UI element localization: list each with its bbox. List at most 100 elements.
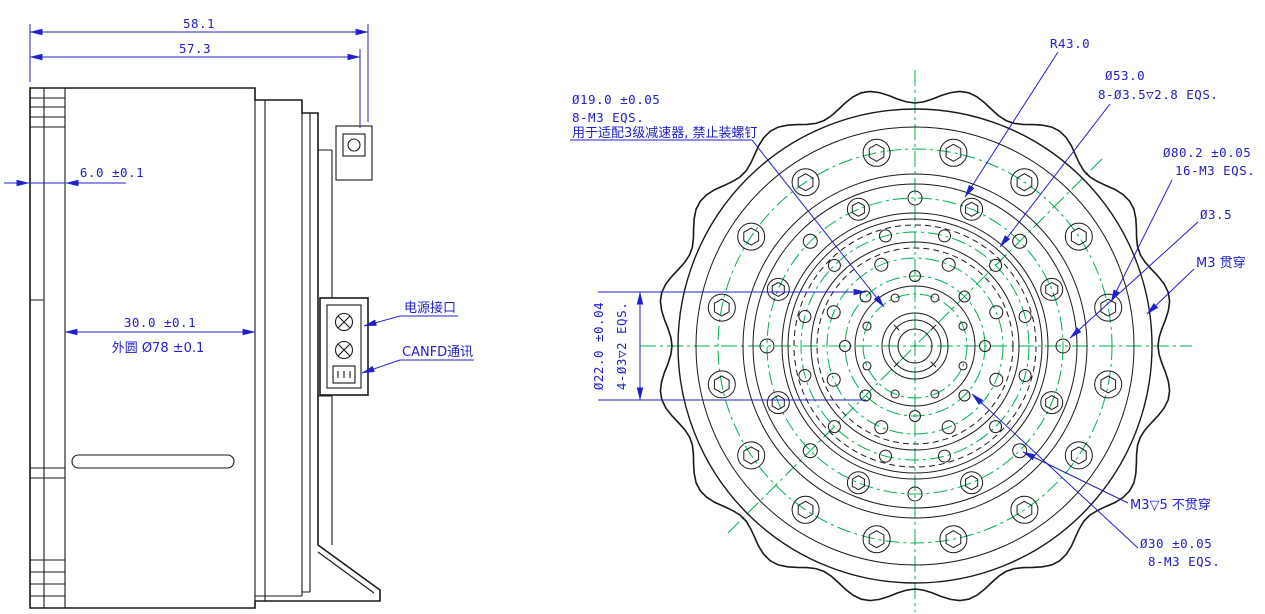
- hex-socket: [1070, 227, 1087, 246]
- outer-screw-hole: [939, 525, 968, 554]
- hex-socket: [771, 281, 785, 297]
- hex-socket: [797, 173, 814, 192]
- connector-panel: [326, 304, 362, 389]
- inner-ring-hole: [958, 361, 968, 371]
- inner-ring-hole: [879, 449, 892, 463]
- ext-lines-58: [29, 24, 369, 122]
- connector-block: [319, 297, 369, 396]
- callout-m3-through: M3 贯穿: [1196, 255, 1246, 271]
- hex-socket: [868, 143, 885, 162]
- inner-ring-hole: [938, 449, 951, 463]
- circle-r127: [787, 218, 1043, 474]
- mid-plain-hole: [1012, 443, 1028, 459]
- leader-d35: [1069, 221, 1199, 339]
- circle-r133: [781, 212, 1049, 480]
- flange-scalloped-rim: [659, 90, 1171, 602]
- mid-plain-hole: [1012, 233, 1028, 249]
- bolt-circle-r70: [844, 275, 986, 417]
- callout-d30-l2: 8-M3 EQS.: [1148, 554, 1220, 569]
- canfd-pins: [337, 371, 351, 378]
- circle-r104: [810, 241, 1020, 451]
- bore-tick: [893, 324, 900, 331]
- front-face-lines: [318, 149, 333, 545]
- circle-r60: [854, 285, 976, 407]
- hex-socket: [1016, 173, 1033, 192]
- callout-d22-l2: 4-Ø3▽2 EQS.: [614, 302, 629, 390]
- fin-block-lines: [30, 88, 65, 608]
- inner-ring-hole: [930, 389, 940, 399]
- bore-tick: [930, 361, 937, 368]
- callout-m3-blind: M3▽5 不贯穿: [1130, 497, 1211, 513]
- inner-ring-hole: [941, 420, 956, 435]
- mid-screw-hole: [1040, 391, 1064, 415]
- inner-ring-hole: [862, 361, 872, 371]
- inner-ring-hole: [958, 321, 968, 331]
- outer-screw-hole: [1064, 441, 1093, 470]
- hex-socket: [797, 500, 814, 519]
- inner-ring-hole: [798, 369, 812, 382]
- outer-screw-hole: [707, 293, 736, 322]
- dim-30-0: 30.0 ±0.1: [124, 315, 196, 330]
- callout-d35: Ø3.5: [1200, 207, 1232, 222]
- label-canfd: CANFD通讯: [402, 345, 473, 360]
- mid-screw-hole: [846, 471, 870, 495]
- inner-ring-hole: [859, 389, 872, 402]
- leader-m3-through: [1146, 268, 1195, 315]
- hex-socket: [713, 375, 730, 394]
- power-terminal-2: [334, 340, 354, 360]
- outer-screw-hole: [862, 138, 891, 167]
- hex-socket: [771, 395, 785, 411]
- hex-socket: [965, 475, 979, 491]
- outer-screw-hole: [791, 495, 820, 524]
- inner-ring-hole: [862, 321, 872, 331]
- mid-plain-hole: [907, 486, 923, 502]
- inner-ring-hole: [874, 420, 889, 435]
- inner-ring-hole: [1018, 369, 1032, 382]
- housing-slot: [71, 454, 235, 469]
- leader-d53: [999, 103, 1111, 248]
- power-terminal-2-cross: [337, 343, 351, 357]
- bore-tick: [893, 361, 900, 368]
- hex-socket: [851, 475, 865, 491]
- hex-socket: [945, 143, 962, 162]
- dim-outer-dia: 外圆 Ø78 ±0.1: [112, 341, 205, 356]
- inner-ring-hole: [874, 257, 889, 272]
- mid-plain-hole: [802, 233, 818, 249]
- top-tab: [335, 125, 373, 181]
- outer-screw-hole: [1094, 293, 1123, 322]
- outer-screw-hole: [791, 168, 820, 197]
- outer-screw-hole: [707, 370, 736, 399]
- callout-d53-l2: 8-Ø3.5▽2.8 EQS.: [1098, 87, 1218, 102]
- hex-socket: [1045, 281, 1059, 297]
- leader-r43: [964, 51, 1059, 198]
- inner-ring-hole: [1018, 310, 1032, 323]
- mid-screw-hole: [960, 471, 984, 495]
- mid-screw-hole: [766, 277, 790, 301]
- leader-canfd: [361, 359, 401, 374]
- inner-ring-hole: [989, 258, 1003, 272]
- circle-r26: [888, 319, 942, 373]
- label-power-interface: 电源接口: [404, 300, 456, 316]
- outer-screw-hole: [737, 441, 766, 470]
- power-terminal-1: [334, 312, 354, 332]
- front-view-annotations: R43.0 Ø53.0 8-Ø3.5▽2.8 EQS. Ø19.0 ±0.05 …: [570, 36, 1255, 569]
- inner-ring-hole: [827, 420, 841, 434]
- dim-57-3: 57.3: [179, 41, 211, 56]
- circle-r219: [695, 126, 1135, 566]
- callout-d22-l1: Ø22.0 ±0.04: [591, 302, 606, 390]
- inner-ring-hole: [879, 229, 892, 243]
- outer-screw-hole: [737, 222, 766, 251]
- circle-r162: [752, 183, 1078, 509]
- hex-socket: [1070, 446, 1087, 465]
- inner-ring-hole: [826, 372, 841, 387]
- housing-internal-lines: [64, 88, 375, 608]
- inner-ring-hole: [941, 257, 956, 272]
- callout-d53-l1: Ø53.0: [1105, 68, 1145, 83]
- callout-d19-l1: Ø19.0 ±0.05: [572, 92, 660, 107]
- leader-d80: [1110, 179, 1173, 303]
- leader-power: [363, 315, 401, 327]
- callout-d30-l1: Ø30 ±0.05: [1140, 536, 1212, 551]
- hex-socket: [965, 201, 979, 217]
